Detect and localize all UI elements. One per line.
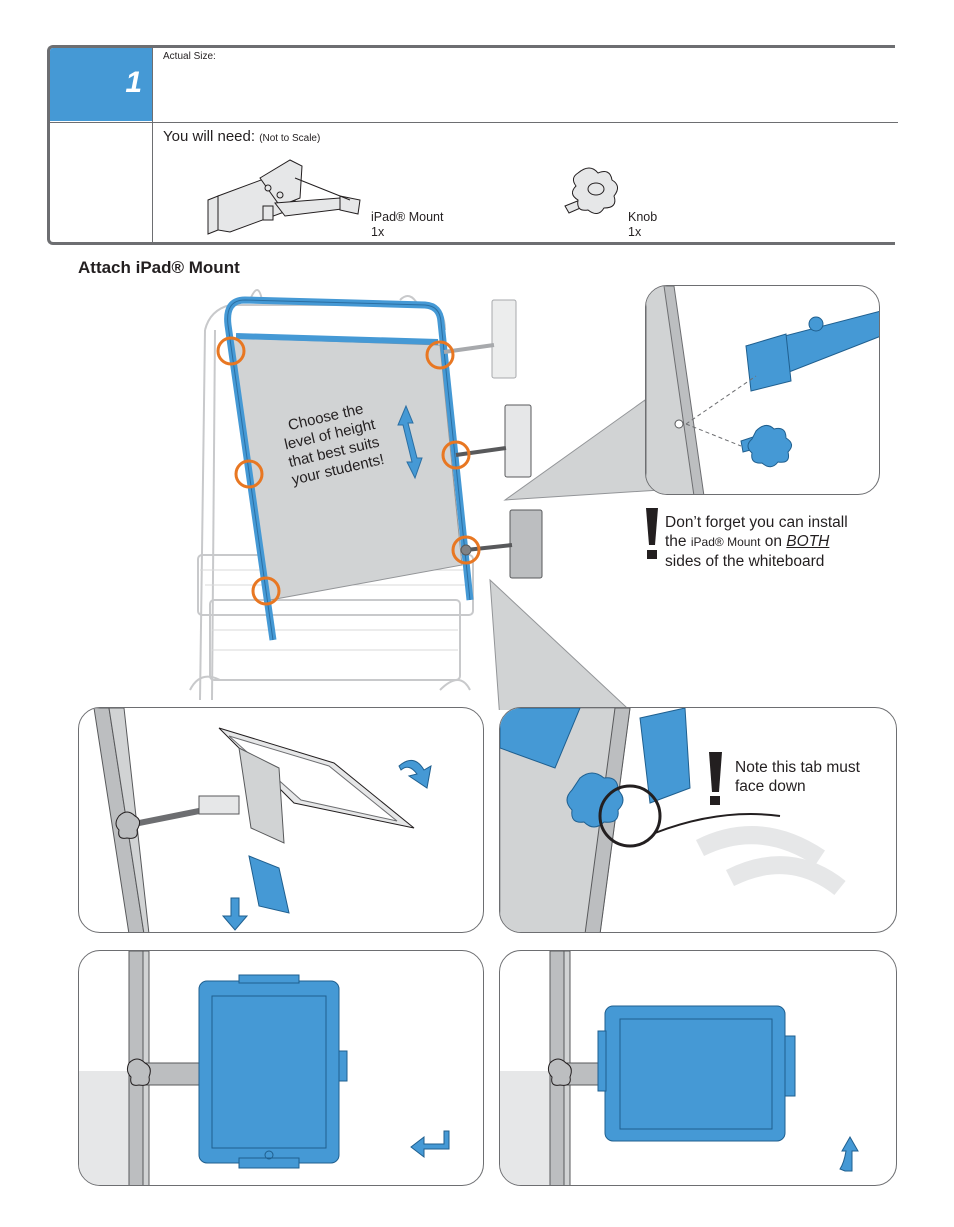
note-tab-down-line2: face down: [735, 778, 806, 795]
header-divider-horizontal: [50, 122, 898, 123]
mount-hole-highlight: [451, 535, 481, 565]
note-tab-down-line1: Note this tab must: [735, 759, 860, 776]
knob-attach-illustration: [646, 286, 879, 494]
tab-detail-panel: [499, 707, 897, 933]
landscape-orientation-panel: [499, 950, 897, 1186]
section-title: Attach iPad® Mount: [78, 258, 240, 277]
step-header: 1 Actual Size: You will need: (Not to Sc…: [47, 45, 898, 245]
you-will-need-label: You will need:: [163, 128, 256, 145]
attach-ipad-illustration: [93, 708, 432, 932]
actual-size-label: Actual Size:: [163, 51, 216, 62]
main-easel-illustration: [189, 289, 661, 710]
note-both-sides-line2: the iPad® Mount on BOTH: [665, 533, 830, 550]
mount-hole-highlight: [234, 459, 264, 489]
mount-hole-highlight: [441, 440, 471, 470]
attach-ipad-panel: [78, 707, 484, 933]
ipad-mount-part-icon: [207, 159, 361, 235]
you-will-need-heading: You will need: (Not to Scale): [163, 128, 320, 145]
rotate-clockwise-icon: [839, 1135, 859, 1172]
knob-detail-panel: [645, 285, 880, 495]
step-number: 1: [125, 66, 142, 99]
step-number-cell: [50, 48, 152, 121]
mount-hole-highlight: [216, 336, 246, 366]
part-knob-name: Knob: [628, 210, 658, 224]
knob-part-icon: [564, 167, 618, 214]
part-knob-qty: 1x: [628, 225, 642, 239]
slide-down-arrow-icon: [221, 897, 249, 931]
part-ipad-mount: iPad® Mount 1x: [371, 210, 443, 240]
note-both-sides-line3: sides of the whiteboard: [665, 553, 825, 570]
part-ipad-mount-name: iPad® Mount: [371, 210, 444, 224]
note-both-sides: Don’t forget you can install the iPad® M…: [665, 513, 848, 571]
note-tab-down: Note this tab must face down: [735, 758, 860, 796]
rotate-arrow-icon: [398, 759, 432, 789]
mount-hole-highlight: [425, 340, 455, 370]
rotate-counterclockwise-icon: [410, 1130, 450, 1159]
landscape-ipad-illustration: [500, 951, 859, 1185]
portrait-orientation-panel: [78, 950, 484, 1186]
height-adjust-arrow-icon: [397, 404, 423, 480]
not-to-scale-label: (Not to Scale): [259, 133, 321, 144]
note-both-sides-line1: Don’t forget you can install: [665, 514, 848, 531]
part-ipad-mount-qty: 1x: [371, 225, 385, 239]
mount-hole-highlight: [251, 576, 281, 606]
tab-detail-illustration: [500, 708, 846, 932]
portrait-ipad-illustration: [79, 951, 450, 1185]
part-knob: Knob 1x: [628, 210, 657, 240]
header-divider-vertical: [152, 48, 153, 245]
